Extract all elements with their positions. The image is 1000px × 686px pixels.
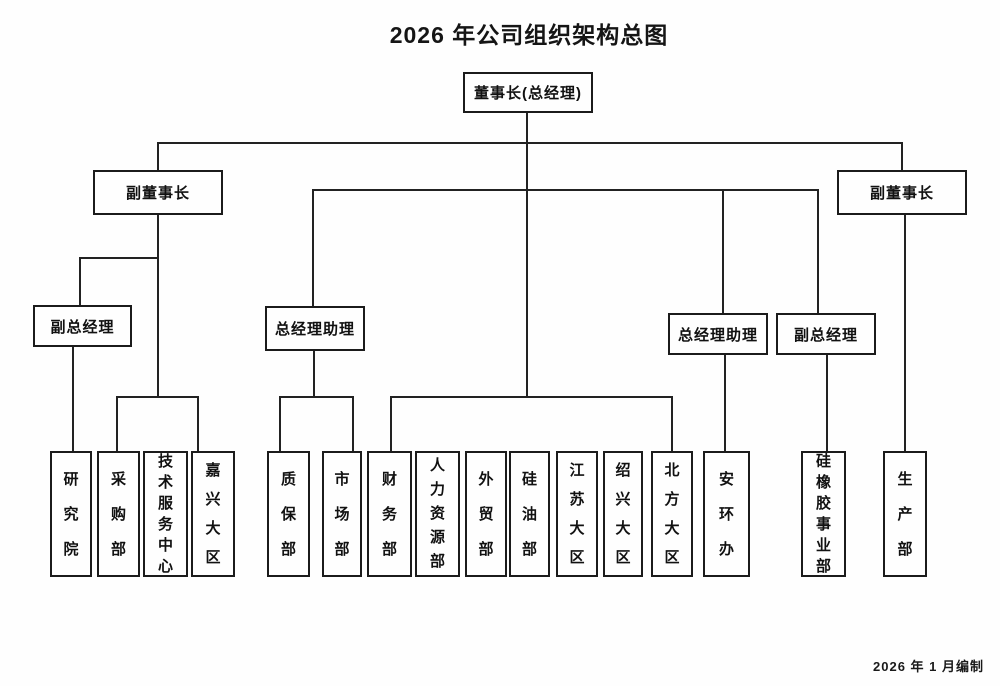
connector	[526, 142, 528, 398]
dept-box-marketing: 市场部	[322, 451, 362, 577]
compiled-date-note: 2026 年 1 月编制	[873, 659, 984, 674]
connector	[722, 189, 724, 314]
org-node-gm-assistant-left: 总经理助理	[265, 306, 365, 351]
connector	[901, 142, 903, 171]
connector	[279, 396, 281, 452]
dept-label: 生产部	[897, 470, 913, 558]
dept-box-jiaxing-region: 嘉兴大区	[191, 451, 235, 577]
dept-box-tech-service-center: 技术服务中心	[143, 451, 188, 577]
dept-label: 江苏大区	[569, 462, 585, 566]
dept-label: 北方大区	[664, 462, 680, 566]
org-node-label: 副总经理	[793, 326, 858, 344]
dept-box-shaoxing-region: 绍兴大区	[603, 451, 643, 577]
dept-label: 技术服务中心	[157, 453, 173, 575]
page-title: 2026 年公司组织架构总图	[389, 22, 669, 48]
connector	[817, 189, 819, 314]
dept-box-safety-env-office: 安环办	[703, 451, 750, 577]
connector	[312, 189, 314, 307]
connector	[79, 257, 159, 259]
dept-label: 外贸部	[478, 470, 494, 558]
connector	[724, 354, 726, 452]
dept-label: 财务部	[381, 470, 397, 558]
connector	[312, 189, 819, 191]
connector	[279, 396, 354, 398]
connector	[826, 354, 828, 452]
dept-box-jiangsu-region: 江苏大区	[556, 451, 598, 577]
org-node-chairman: 董事长(总经理)	[463, 72, 593, 113]
connector	[116, 396, 118, 452]
org-node-gm-assistant-right: 总经理助理	[668, 313, 768, 355]
dept-box-silicone-oil: 硅油部	[509, 451, 550, 577]
org-node-label: 副董事长	[869, 185, 934, 202]
connector	[116, 396, 199, 398]
dept-label: 质保部	[280, 470, 296, 558]
connector	[352, 396, 354, 452]
connector	[72, 347, 74, 452]
dept-box-research-institute: 研究院	[50, 451, 92, 577]
connector	[197, 396, 199, 452]
connector	[79, 257, 81, 306]
connector	[313, 351, 315, 397]
connector	[390, 396, 392, 452]
org-node-label: 总经理助理	[677, 326, 758, 344]
org-node-label: 董事长(总经理)	[474, 85, 582, 102]
org-node-vice-chairman-left: 副董事长	[93, 170, 223, 215]
dept-label: 人力资源部	[429, 457, 445, 570]
dept-box-north-region: 北方大区	[651, 451, 693, 577]
dept-box-finance: 财务部	[367, 451, 412, 577]
connector	[671, 396, 673, 452]
connector	[157, 142, 159, 171]
connector	[904, 215, 906, 452]
dept-label: 绍兴大区	[615, 462, 631, 566]
dept-label: 硅油部	[521, 470, 537, 558]
connector	[157, 142, 903, 144]
dept-box-quality-assurance: 质保部	[267, 451, 310, 577]
org-node-label: 副总经理	[50, 318, 115, 336]
org-node-label: 副董事长	[125, 185, 190, 202]
dept-label: 市场部	[334, 470, 350, 558]
dept-label: 安环办	[718, 470, 734, 558]
connector	[157, 215, 159, 398]
dept-box-foreign-trade: 外贸部	[465, 451, 507, 577]
dept-label: 采购部	[110, 470, 126, 558]
dept-label: 硅橡胶事业部	[815, 453, 831, 575]
dept-box-procurement: 采购部	[97, 451, 140, 577]
dept-box-production: 生产部	[883, 451, 927, 577]
dept-box-human-resources: 人力资源部	[415, 451, 460, 577]
dept-label: 嘉兴大区	[205, 462, 221, 566]
org-node-deputy-gm-left: 副总经理	[33, 305, 132, 347]
org-node-label: 总经理助理	[274, 321, 355, 338]
dept-box-silicone-rubber-division: 硅橡胶事业部	[801, 451, 846, 577]
connector	[526, 112, 528, 143]
org-node-vice-chairman-right: 副董事长	[837, 170, 967, 215]
org-node-deputy-gm-right: 副总经理	[776, 313, 876, 355]
connector	[390, 396, 673, 398]
dept-label: 研究院	[63, 470, 79, 558]
